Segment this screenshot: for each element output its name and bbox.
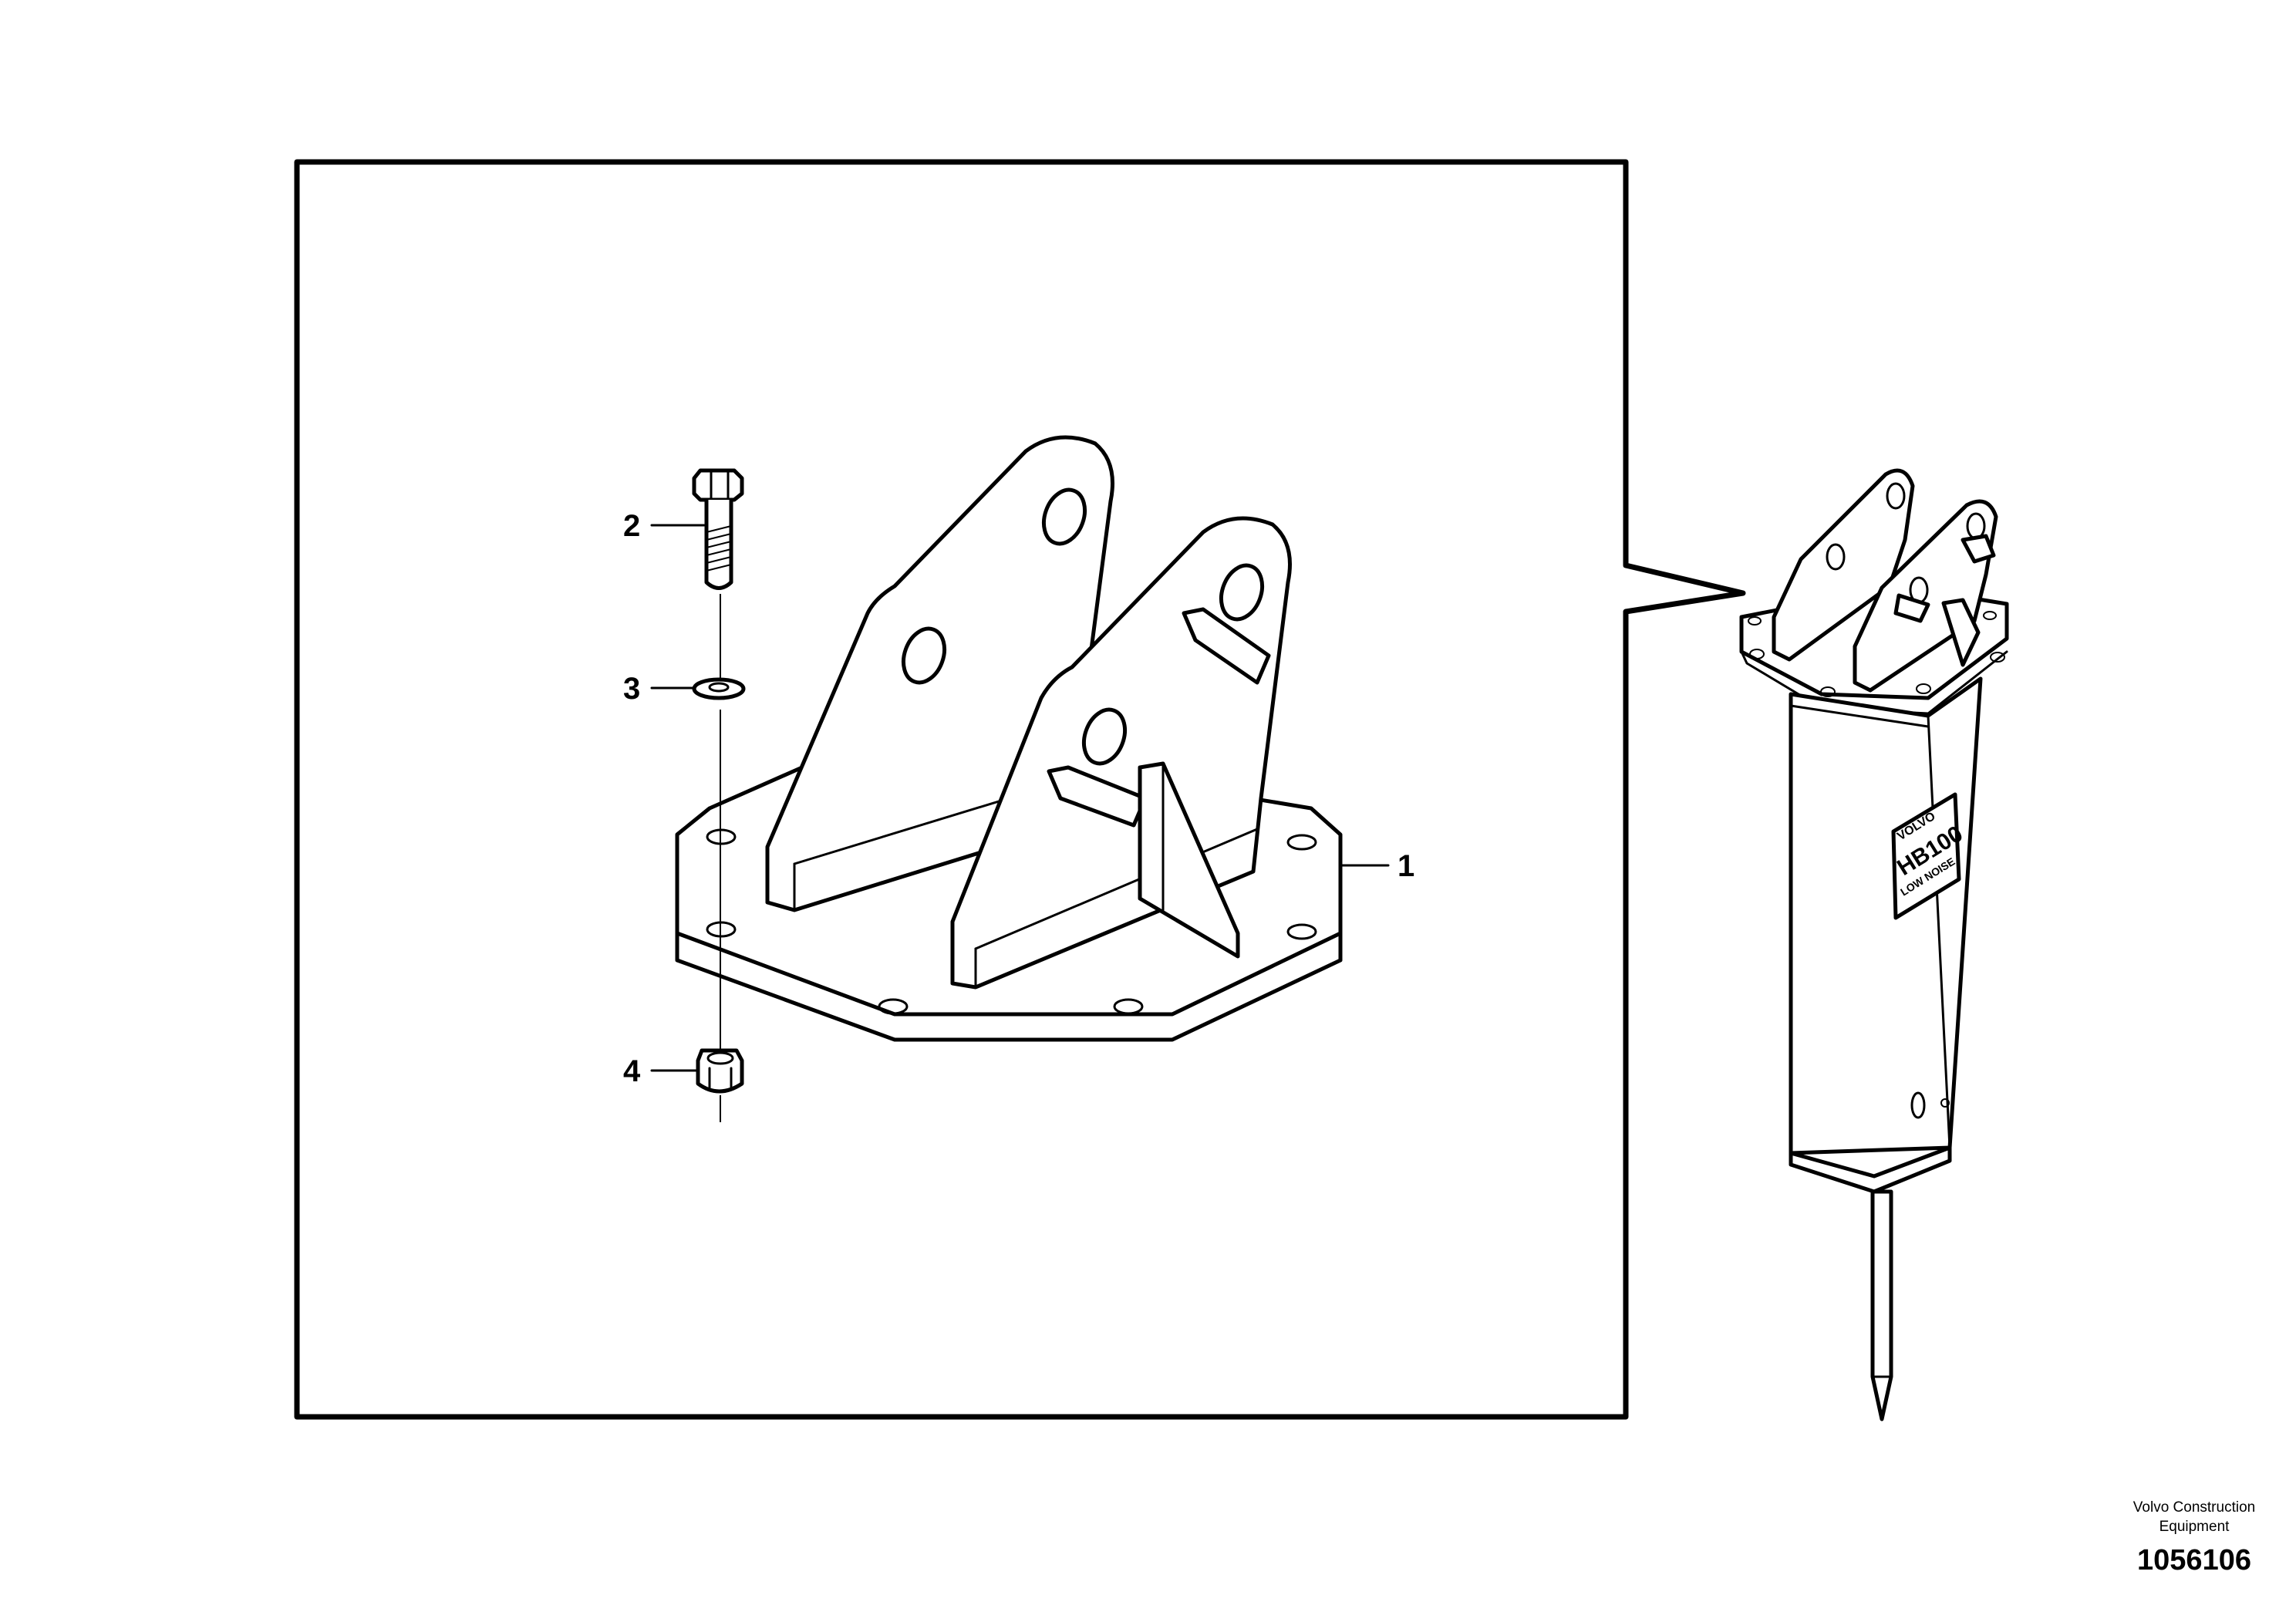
title-block: Volvo Construction Equipment 1056106: [2133, 1499, 2255, 1576]
callout-4: 4: [623, 1054, 641, 1088]
callout-3: 3: [623, 672, 640, 706]
hydraulic-breaker-drawing: VOLVO HB100 LOW NOISE: [1739, 468, 2009, 1421]
mounting-bracket-drawing: [675, 435, 1343, 1042]
company-line-1: Volvo Construction: [2133, 1499, 2255, 1516]
callout-1: 1: [1397, 849, 1414, 883]
callout-2: 2: [623, 509, 640, 543]
fastener-assembly: [692, 468, 746, 1122]
company-line-2: Equipment: [2159, 1519, 2230, 1535]
detail-frame: [294, 159, 1746, 1420]
illustration-number: 1056106: [2137, 1544, 2251, 1576]
leader-lines: [650, 524, 1390, 1072]
